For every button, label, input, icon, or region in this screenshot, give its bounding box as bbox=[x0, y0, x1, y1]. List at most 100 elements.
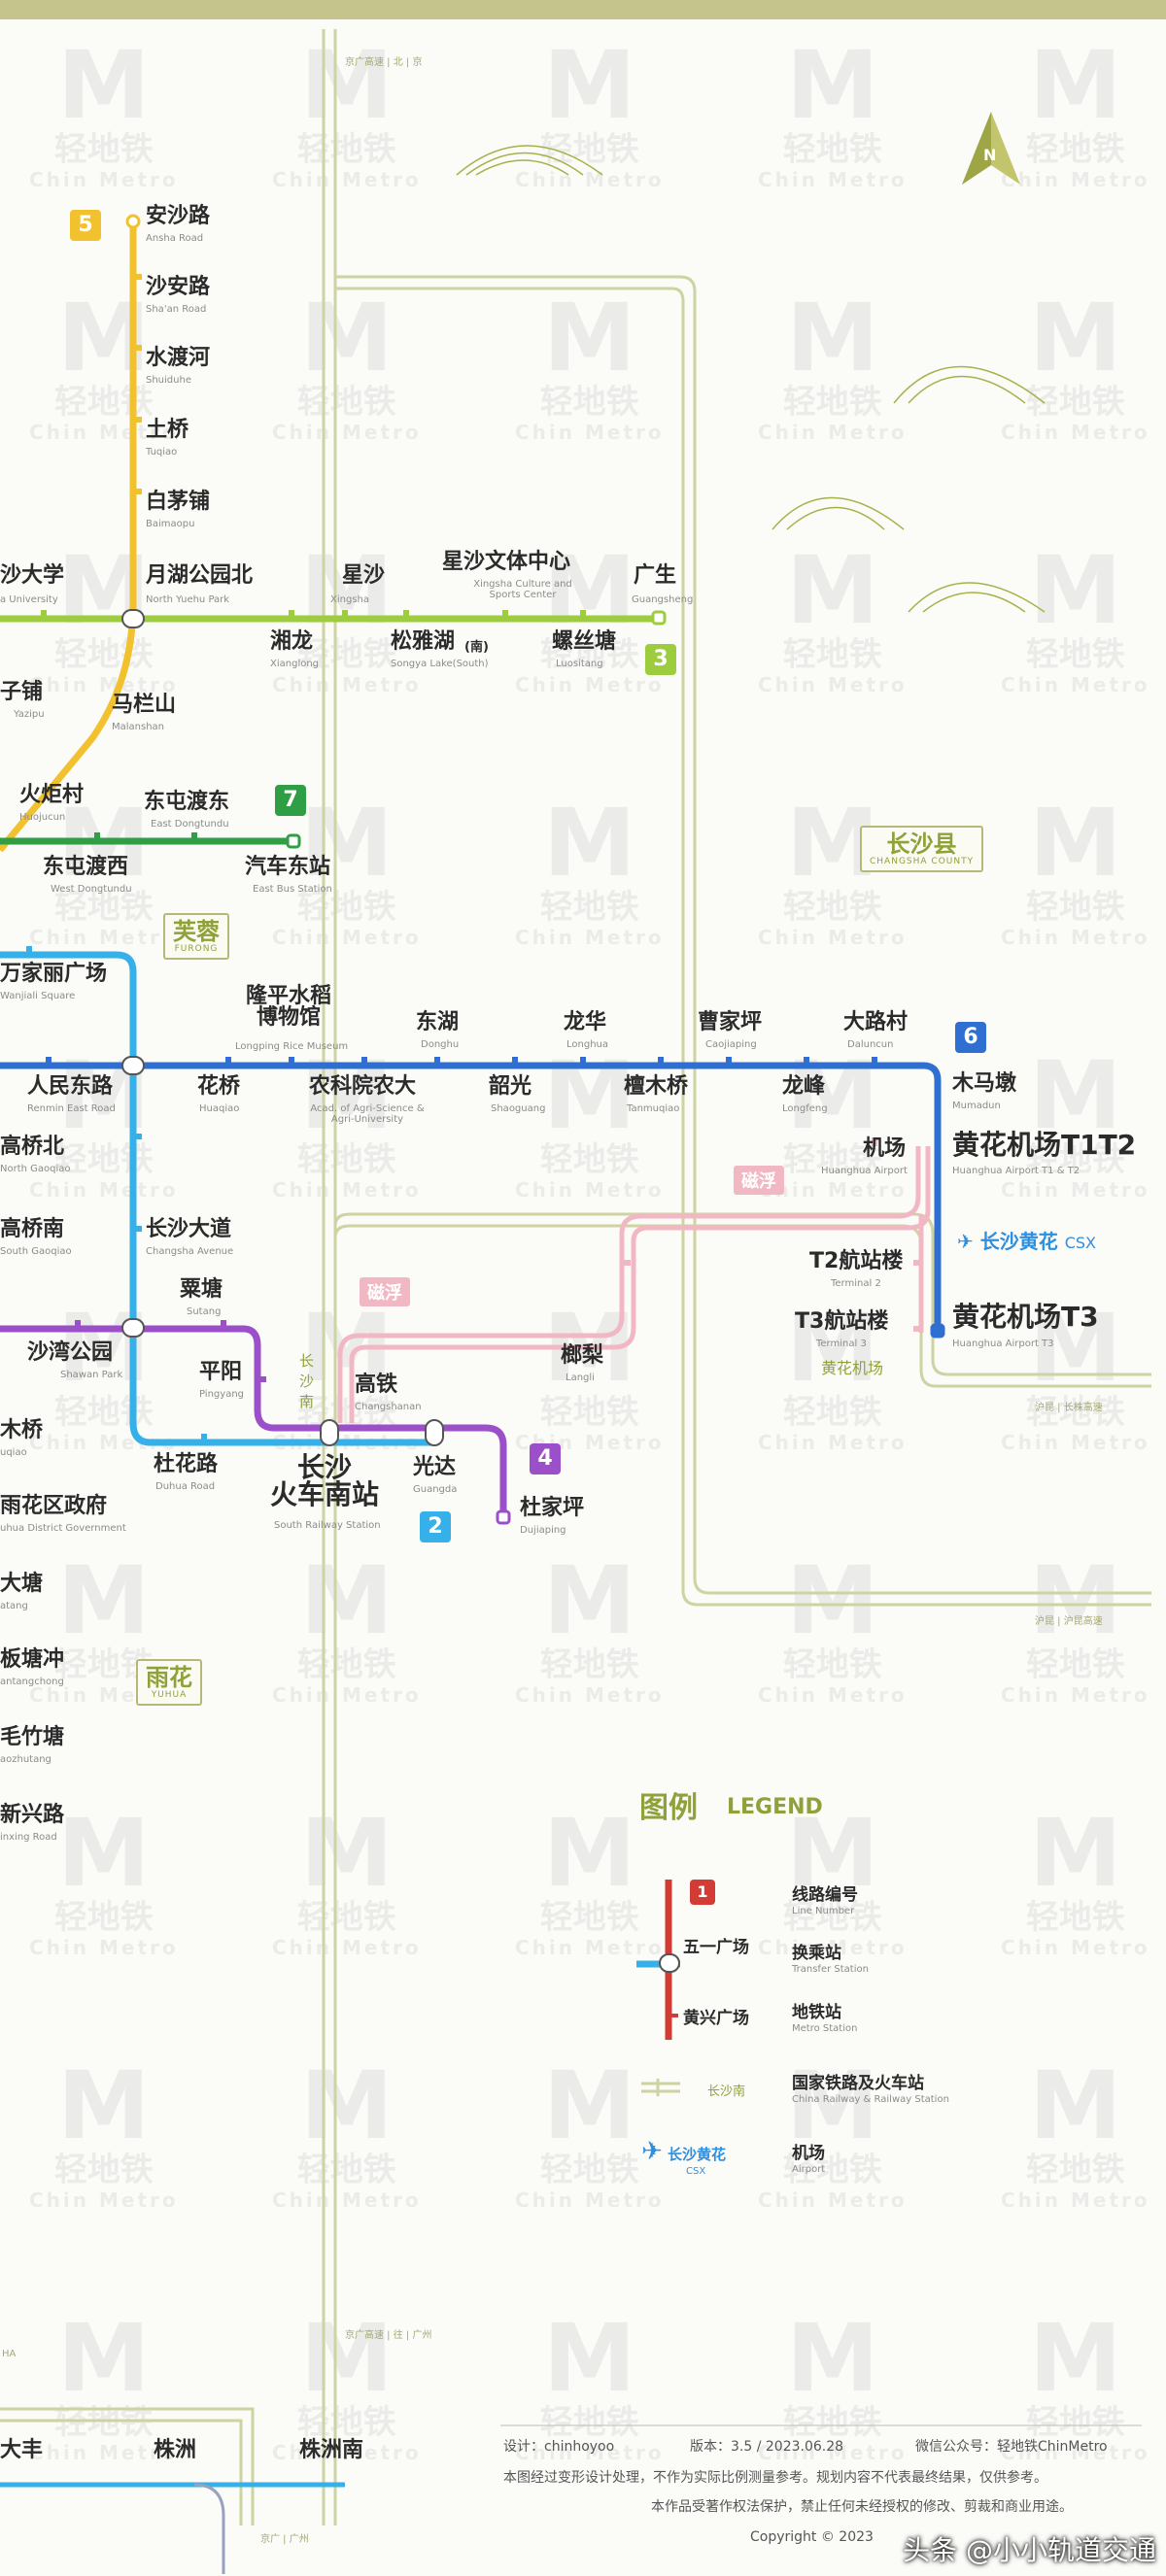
legend-transfer-en: Transfer Station bbox=[792, 1964, 869, 1975]
station-anshalu[interactable]: 安沙路 bbox=[146, 204, 211, 228]
station-zipu[interactable]: 子铺 bbox=[0, 680, 44, 704]
station-pingyang-en: Pingyang bbox=[199, 1389, 245, 1400]
line-3-badge[interactable]: 3 bbox=[645, 644, 676, 675]
watermark-cn: 轻地铁 bbox=[539, 1140, 639, 1179]
station-wanjiali[interactable]: 万家丽广场 bbox=[0, 962, 108, 986]
station-gaoqiaonan-en: South Gaoqiao bbox=[0, 1246, 72, 1257]
watermark-letter: M bbox=[786, 2051, 879, 2160]
station-nongda[interactable]: 农科院农大 bbox=[309, 1074, 417, 1099]
airport-code: CSX bbox=[1064, 1234, 1096, 1252]
station-wenti[interactable]: 星沙文体中心 bbox=[442, 550, 571, 574]
station-songya-en: Songya Lake(South) bbox=[391, 659, 489, 669]
station-dujiaping[interactable]: 杜家坪 bbox=[520, 1496, 585, 1520]
station-luosi[interactable]: 螺丝塘 bbox=[552, 629, 617, 654]
station-qichedong[interactable]: 汽车东站 bbox=[245, 855, 331, 879]
station-xingsha-en: Xingsha bbox=[330, 594, 369, 605]
station-shadaxue[interactable]: 沙大学 bbox=[0, 563, 65, 588]
footer-version-label: 版本： bbox=[690, 2439, 731, 2455]
station-dongtunduxi[interactable]: 东屯渡西 bbox=[43, 855, 129, 879]
station-songya[interactable]: 松雅湖 bbox=[391, 629, 456, 654]
station-t2hangzhan[interactable]: T2航站楼 bbox=[809, 1249, 904, 1273]
station-zhuzhou[interactable]: 株洲 bbox=[154, 2438, 197, 2462]
station-renmindong[interactable]: 人民东路 bbox=[27, 1074, 114, 1099]
station-shawan[interactable]: 沙湾公园 bbox=[27, 1340, 114, 1365]
district-furong: 芙蓉 FURONG bbox=[163, 913, 229, 961]
watermark-letter: M bbox=[1029, 536, 1122, 645]
station-donghu[interactable]: 东湖 bbox=[416, 1010, 460, 1034]
station-maozhu[interactable]: 毛竹塘 bbox=[0, 1725, 65, 1749]
station-huaqiao[interactable]: 花桥 bbox=[197, 1074, 241, 1099]
watermark-en: Chin Metro bbox=[29, 421, 179, 445]
station-dongtundudong[interactable]: 东屯渡东 bbox=[144, 790, 230, 814]
station-huaqiao-en: Huaqiao bbox=[199, 1103, 240, 1114]
terminal-caps bbox=[125, 214, 945, 1525]
station-shaanlu[interactable]: 沙安路 bbox=[146, 275, 211, 299]
station-longhua[interactable]: 龙华 bbox=[564, 1010, 607, 1034]
station-dongtunduxi-en: West Dongtundu bbox=[51, 884, 132, 895]
line-7-badge[interactable]: 7 bbox=[275, 785, 306, 816]
station-guangda[interactable]: 光达 bbox=[413, 1455, 457, 1479]
watermark-cn: 轻地铁 bbox=[53, 130, 154, 169]
station-t3[interactable]: 黄花机场T3 bbox=[952, 1301, 1099, 1333]
watermark-cn: 轻地铁 bbox=[296, 2151, 396, 2189]
station-huoju-en: Huojucun bbox=[19, 812, 66, 823]
station-changshanan[interactable]: 长沙 火车南站 bbox=[270, 1451, 380, 1510]
station-baimaopu[interactable]: 白茅铺 bbox=[146, 490, 211, 514]
station-xinxing[interactable]: 新兴路 bbox=[0, 1803, 65, 1827]
station-changshadadao[interactable]: 长沙大道 bbox=[146, 1217, 232, 1241]
airport-changsha-huanghua[interactable]: ✈ 长沙黄花 CSX bbox=[957, 1226, 1096, 1254]
station-zhuzhounan[interactable]: 株洲南 bbox=[299, 2438, 364, 2462]
station-daluncun-en: Daluncun bbox=[847, 1039, 894, 1050]
line-2-badge[interactable]: 2 bbox=[420, 1511, 451, 1542]
station-t3hangzhan[interactable]: T3航站楼 bbox=[795, 1309, 889, 1334]
airport-name: 长沙黄花 bbox=[979, 1230, 1058, 1253]
station-mumashu[interactable]: 木马墩 bbox=[952, 1071, 1017, 1096]
station-shuiduhe[interactable]: 水渡河 bbox=[146, 346, 211, 370]
station-yuehu[interactable]: 月湖公园北 bbox=[146, 563, 254, 588]
station-xingsha[interactable]: 星沙 bbox=[342, 563, 386, 588]
station-jichang[interactable]: 机场 bbox=[863, 1136, 907, 1161]
line-4-badge[interactable]: 4 bbox=[530, 1443, 561, 1474]
line-5-badge[interactable]: 5 bbox=[70, 210, 101, 241]
station-caojiaping[interactable]: 曹家坪 bbox=[698, 1010, 763, 1034]
station-bantang[interactable]: 板塘冲 bbox=[0, 1647, 65, 1672]
station-muqiao[interactable]: 木桥 bbox=[0, 1418, 44, 1442]
station-gaoqiaobei[interactable]: 高桥北 bbox=[0, 1135, 65, 1159]
station-yuhuazf[interactable]: 雨花区政府 bbox=[0, 1494, 108, 1518]
station-datang[interactable]: 大塘 bbox=[0, 1572, 44, 1596]
legend-airport-en: Airport bbox=[792, 2164, 826, 2175]
watermark-letter: M bbox=[786, 1294, 879, 1403]
station-bowuguan[interactable]: 隆平水稻 博物馆 bbox=[246, 984, 332, 1030]
station-huoju[interactable]: 火炬村 bbox=[19, 783, 85, 807]
station-tick bbox=[580, 1057, 586, 1066]
line-6-badge[interactable]: 6 bbox=[955, 1022, 986, 1053]
station-guangsheng[interactable]: 广生 bbox=[634, 563, 677, 588]
station-shaoguang[interactable]: 韶光 bbox=[489, 1074, 532, 1099]
station-duhua-en: Duhua Road bbox=[155, 1481, 216, 1492]
station-longfeng-en: Longfeng bbox=[782, 1103, 828, 1114]
station-langli[interactable]: 榔梨 bbox=[561, 1343, 604, 1368]
watermark-en: Chin Metro bbox=[515, 1936, 665, 1960]
station-langli-en: Langli bbox=[566, 1373, 595, 1383]
station-tanmuqiao[interactable]: 檀木桥 bbox=[624, 1074, 689, 1099]
station-xianglong[interactable]: 湘龙 bbox=[270, 629, 314, 654]
station-malanshan[interactable]: 马栏山 bbox=[112, 693, 177, 717]
footer-wechat: 微信公众号：轻地铁ChinMetro bbox=[915, 2436, 1108, 2456]
station-tuqiao[interactable]: 土桥 bbox=[146, 418, 189, 442]
station-tick bbox=[133, 1226, 142, 1232]
station-longfeng[interactable]: 龙峰 bbox=[782, 1074, 826, 1099]
station-t1t2[interactable]: 黄花机场T1T2 bbox=[952, 1129, 1137, 1161]
station-duhua[interactable]: 杜花路 bbox=[154, 1452, 219, 1476]
station-daluncun[interactable]: 大路村 bbox=[843, 1010, 909, 1034]
station-gaotie[interactable]: 高铁 bbox=[355, 1373, 398, 1397]
watermark-letter: M bbox=[57, 1799, 151, 1908]
station-pingyang[interactable]: 平阳 bbox=[199, 1360, 243, 1384]
station-dafeng[interactable]: 大丰 bbox=[0, 2438, 44, 2462]
station-sutang[interactable]: 粟塘 bbox=[180, 1277, 223, 1302]
station-gaoqiaonan[interactable]: 高桥南 bbox=[0, 1217, 65, 1241]
